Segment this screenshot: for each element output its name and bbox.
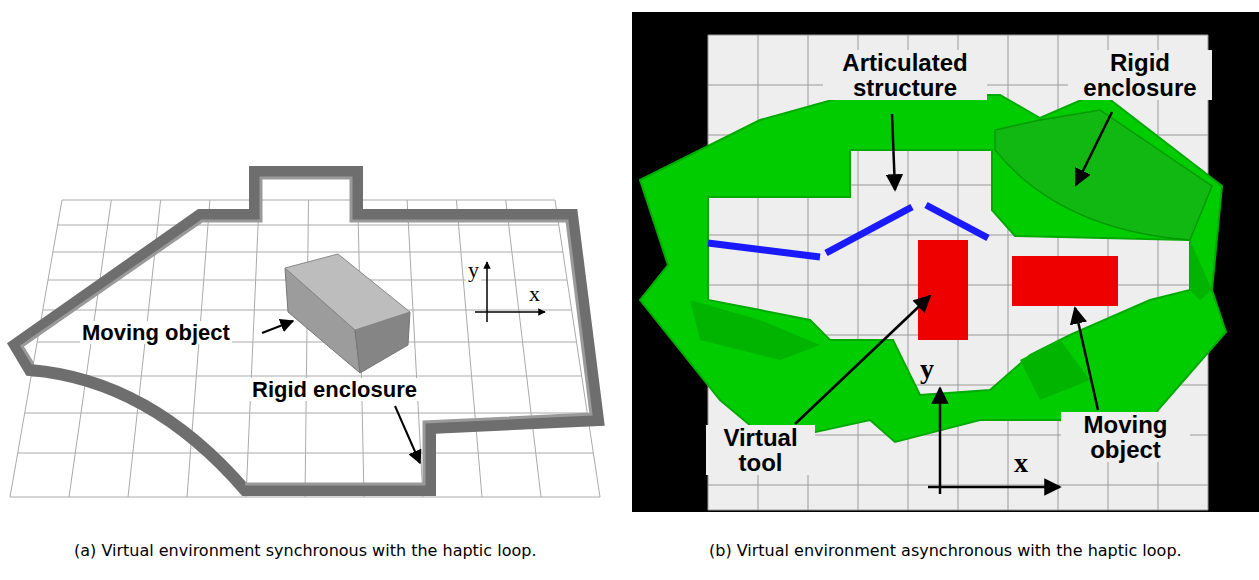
axes xyxy=(475,262,545,322)
callout-label: Moving object xyxy=(80,321,232,344)
moving-object-box xyxy=(285,254,410,373)
subfigure-caption: (a) Virtual environment synchronous with… xyxy=(72,543,538,560)
subfigure-caption: (b) Virtual environment asynchronous wit… xyxy=(707,543,1184,560)
floor-grid xyxy=(10,200,600,497)
green-enclosure xyxy=(640,92,1226,442)
axis-label: y xyxy=(918,354,936,383)
enclosure-wall-top xyxy=(22,178,591,484)
axes xyxy=(928,388,1060,494)
callout-label: Moving object xyxy=(1061,412,1190,462)
axis-label: y xyxy=(466,258,481,281)
moving-object xyxy=(1012,256,1118,306)
enclosure-wall xyxy=(15,172,598,490)
enclosure-shade xyxy=(690,240,1212,400)
dark-ground xyxy=(632,12,1259,512)
callout-label: Rigid enclosure xyxy=(1068,50,1212,100)
enclosure-curve xyxy=(995,110,1212,240)
callout-label: Virtual tool xyxy=(706,425,815,475)
callout-label: Articulated structure xyxy=(823,50,987,100)
axis-label: x xyxy=(527,282,542,305)
callout-label: Rigid enclosure xyxy=(250,378,419,401)
leader-arrows xyxy=(795,112,1112,424)
axis-label: x xyxy=(1012,448,1030,477)
virtual-tool xyxy=(918,240,968,340)
